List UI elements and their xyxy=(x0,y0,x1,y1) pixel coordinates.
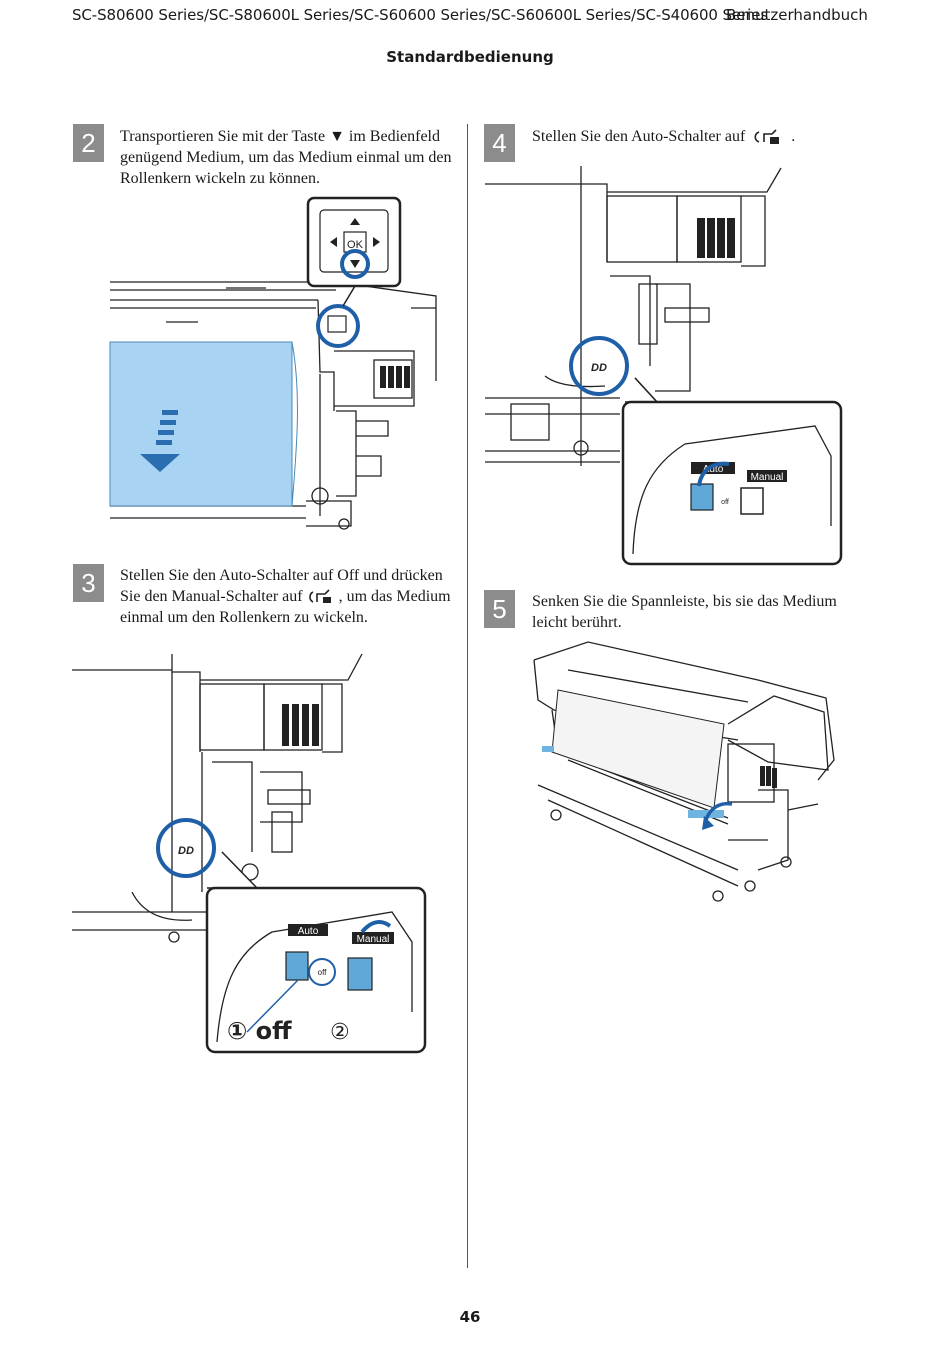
step-4-text-a: Stellen Sie den Auto-Schalter auf xyxy=(532,128,746,145)
manual-label-4: Manual xyxy=(751,472,784,483)
figure-step-3-switches: DD Auto Manual off ① off ② xyxy=(72,653,427,1054)
off-label-4: off xyxy=(721,499,729,506)
step-3-text-a: Stellen Sie den Auto-Schalter auf Off un… xyxy=(120,567,443,605)
step-2-number: 2 xyxy=(73,124,104,162)
off-label-3: off xyxy=(318,968,328,977)
step-3-text: Stellen Sie den Auto-Schalter auf Off un… xyxy=(120,565,455,628)
step-4-text: Stellen Sie den Auto-Schalter auf . xyxy=(532,126,872,147)
step-4-text-end: . xyxy=(791,128,796,145)
section-title: Standardbedienung xyxy=(386,48,554,66)
step-3-text-b: , um das Medium einmal um den Rollenkern… xyxy=(120,588,451,626)
header-series: SC-S80600 Series/SC-S80600L Series/SC-S6… xyxy=(72,6,769,24)
callout-2: ② xyxy=(330,1020,350,1045)
auto-label-3: Auto xyxy=(298,926,319,937)
header-manual-title: Benutzerhandbuch xyxy=(726,6,868,24)
step-3-number: 3 xyxy=(73,564,104,602)
step-5-number: 5 xyxy=(484,590,515,628)
auto-label-4: Auto xyxy=(703,464,724,475)
manual-label-3: Manual xyxy=(357,934,390,945)
ok-button-label: OK xyxy=(347,239,364,251)
dd-label-3: DD xyxy=(178,845,194,857)
callout-1-off: ① off xyxy=(227,1017,292,1045)
step-2-text: Transportieren Sie mit der Taste ▼ im Be… xyxy=(120,128,452,187)
figure-step-4-auto-switch: DD Auto Manual off xyxy=(485,166,843,566)
manual-roll-icon xyxy=(308,589,331,604)
page-number: 46 xyxy=(459,1308,481,1326)
auto-roll-icon xyxy=(754,129,780,145)
step-5-text: Senken Sie die Spannleiste, bis sie das … xyxy=(532,593,837,631)
figure-step-5-tension-bar xyxy=(533,641,835,902)
figure-step-2-media-feed: OK xyxy=(109,196,437,530)
dd-label-4: DD xyxy=(591,362,607,374)
step-4-number: 4 xyxy=(484,124,515,162)
column-divider xyxy=(467,124,468,1268)
